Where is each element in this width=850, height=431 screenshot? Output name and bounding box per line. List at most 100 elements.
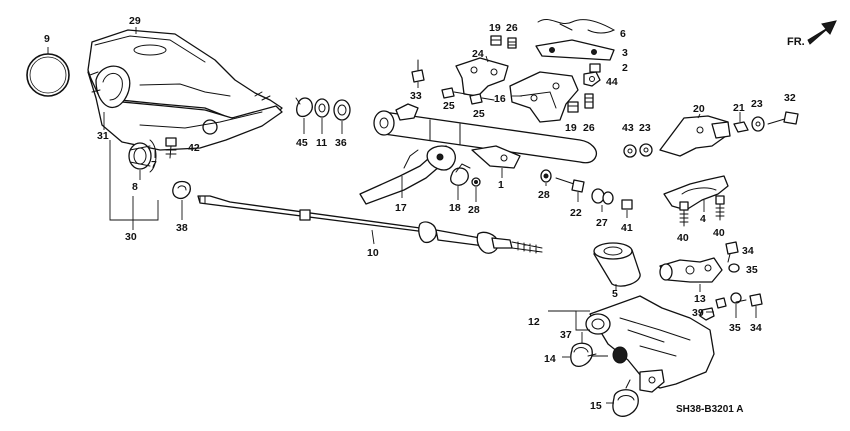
callout-32: 32 [784,92,796,104]
callout-23a: 23 [639,122,651,134]
callout-14: 14 [544,353,556,365]
part-bushing-21 [733,112,749,133]
part-bolt-22 [555,177,585,202]
callout-7: 7 [151,159,157,171]
part-boot-5 [593,242,641,290]
callout-34a: 34 [742,245,754,257]
front-direction-arrow: FR. [787,20,837,48]
part-clip-45 [295,97,313,134]
part-bolt-32 [767,111,799,125]
part-steering-column [373,103,598,178]
part-upper-bracket [509,71,579,123]
part-nut-2 [589,63,601,73]
part-nut-19a [490,35,502,46]
part-clamp-14 [562,342,597,367]
callout-22: 22 [570,207,582,219]
callout-44: 44 [606,76,618,88]
callout-31: 31 [97,130,109,142]
part-bolt-26a [507,37,517,49]
callout-26a: 26 [506,22,518,34]
callout-6: 6 [620,28,626,40]
callout-37: 37 [560,329,572,341]
part-bolt-41 [621,199,633,218]
callout-36: 36 [335,137,347,149]
part-washer-27 [591,188,614,212]
callout-bracket-30 [109,140,159,230]
part-washer-23a [639,143,653,157]
callout-10: 10 [367,247,379,259]
part-clamp-15 [606,379,639,417]
part-plate-3 [535,39,615,61]
callout-27: 27 [596,217,608,229]
part-nut-44 [583,71,601,87]
part-bolt-40b [715,195,725,221]
part-pivot-bracket [455,55,509,97]
callout-20: 20 [693,103,705,115]
part-universal-joint-13 [659,257,723,292]
part-contact-ring [128,139,157,180]
part-bolt-34b [735,293,763,318]
callout-25b: 25 [473,108,485,120]
part-bracket-20 [659,113,731,157]
callout-3: 3 [622,47,628,59]
part-nut-39 [699,297,727,321]
callout-28b: 28 [538,189,550,201]
callout-26b: 26 [583,122,595,134]
callout-43: 43 [622,122,634,134]
callout-19b: 19 [565,122,577,134]
part-washer-43 [623,144,637,158]
callout-2: 2 [622,62,628,74]
callout-25a: 25 [443,100,455,112]
part-snap-ring [26,47,70,97]
front-label: FR. [787,36,805,48]
part-nut-19b [567,101,579,113]
part-washer-23b [751,116,765,132]
part-spring-18 [450,163,471,200]
part-washer-35a [728,263,740,273]
part-bolt-25b [469,93,495,105]
callout-39: 39 [692,307,704,319]
part-clip-38 [172,180,191,220]
callout-23b: 23 [751,98,763,110]
callout-29: 29 [129,15,141,27]
part-bolt-25a [441,87,467,99]
part-screw-42 [165,137,177,159]
callout-16: 16 [494,93,506,105]
callout-40b: 40 [713,227,725,239]
part-steering-shaft [197,195,543,254]
callout-4: 4 [700,213,706,225]
callout-5: 5 [612,288,618,300]
callout-13: 13 [694,293,706,305]
part-washer-28b [540,169,552,186]
callout-labels: 9 29 31 8 7 30 42 38 10 17 18 28 1 45 11… [44,15,796,415]
part-wire-6 [537,18,616,34]
callout-35b: 35 [729,322,741,334]
part-bolt-34a [725,241,739,263]
callout-21: 21 [733,102,745,114]
callout-28a: 28 [468,204,480,216]
callout-8: 8 [132,181,138,193]
callout-12: 12 [528,316,540,328]
callout-35a: 35 [746,264,758,276]
part-bolt-26b [584,93,594,109]
callout-24: 24 [472,48,484,60]
callout-19a: 19 [489,22,501,34]
callout-33: 33 [410,90,422,102]
callout-1: 1 [498,179,504,191]
diagram-code: SH38-B3201 A [676,404,743,415]
callout-17: 17 [395,202,407,214]
callout-41: 41 [621,222,633,234]
part-bolt-40a [679,201,689,227]
callout-9: 9 [44,33,50,45]
callout-40a: 40 [677,232,689,244]
callout-15: 15 [590,400,602,412]
callout-18: 18 [449,202,461,214]
callout-38: 38 [176,222,188,234]
part-bushing-36 [333,99,351,134]
part-tilt-lever [359,145,456,205]
callout-34b: 34 [750,322,762,334]
part-washer-28a [471,177,481,202]
part-lower-column-cover [87,65,283,151]
part-washer-35b [730,292,742,318]
